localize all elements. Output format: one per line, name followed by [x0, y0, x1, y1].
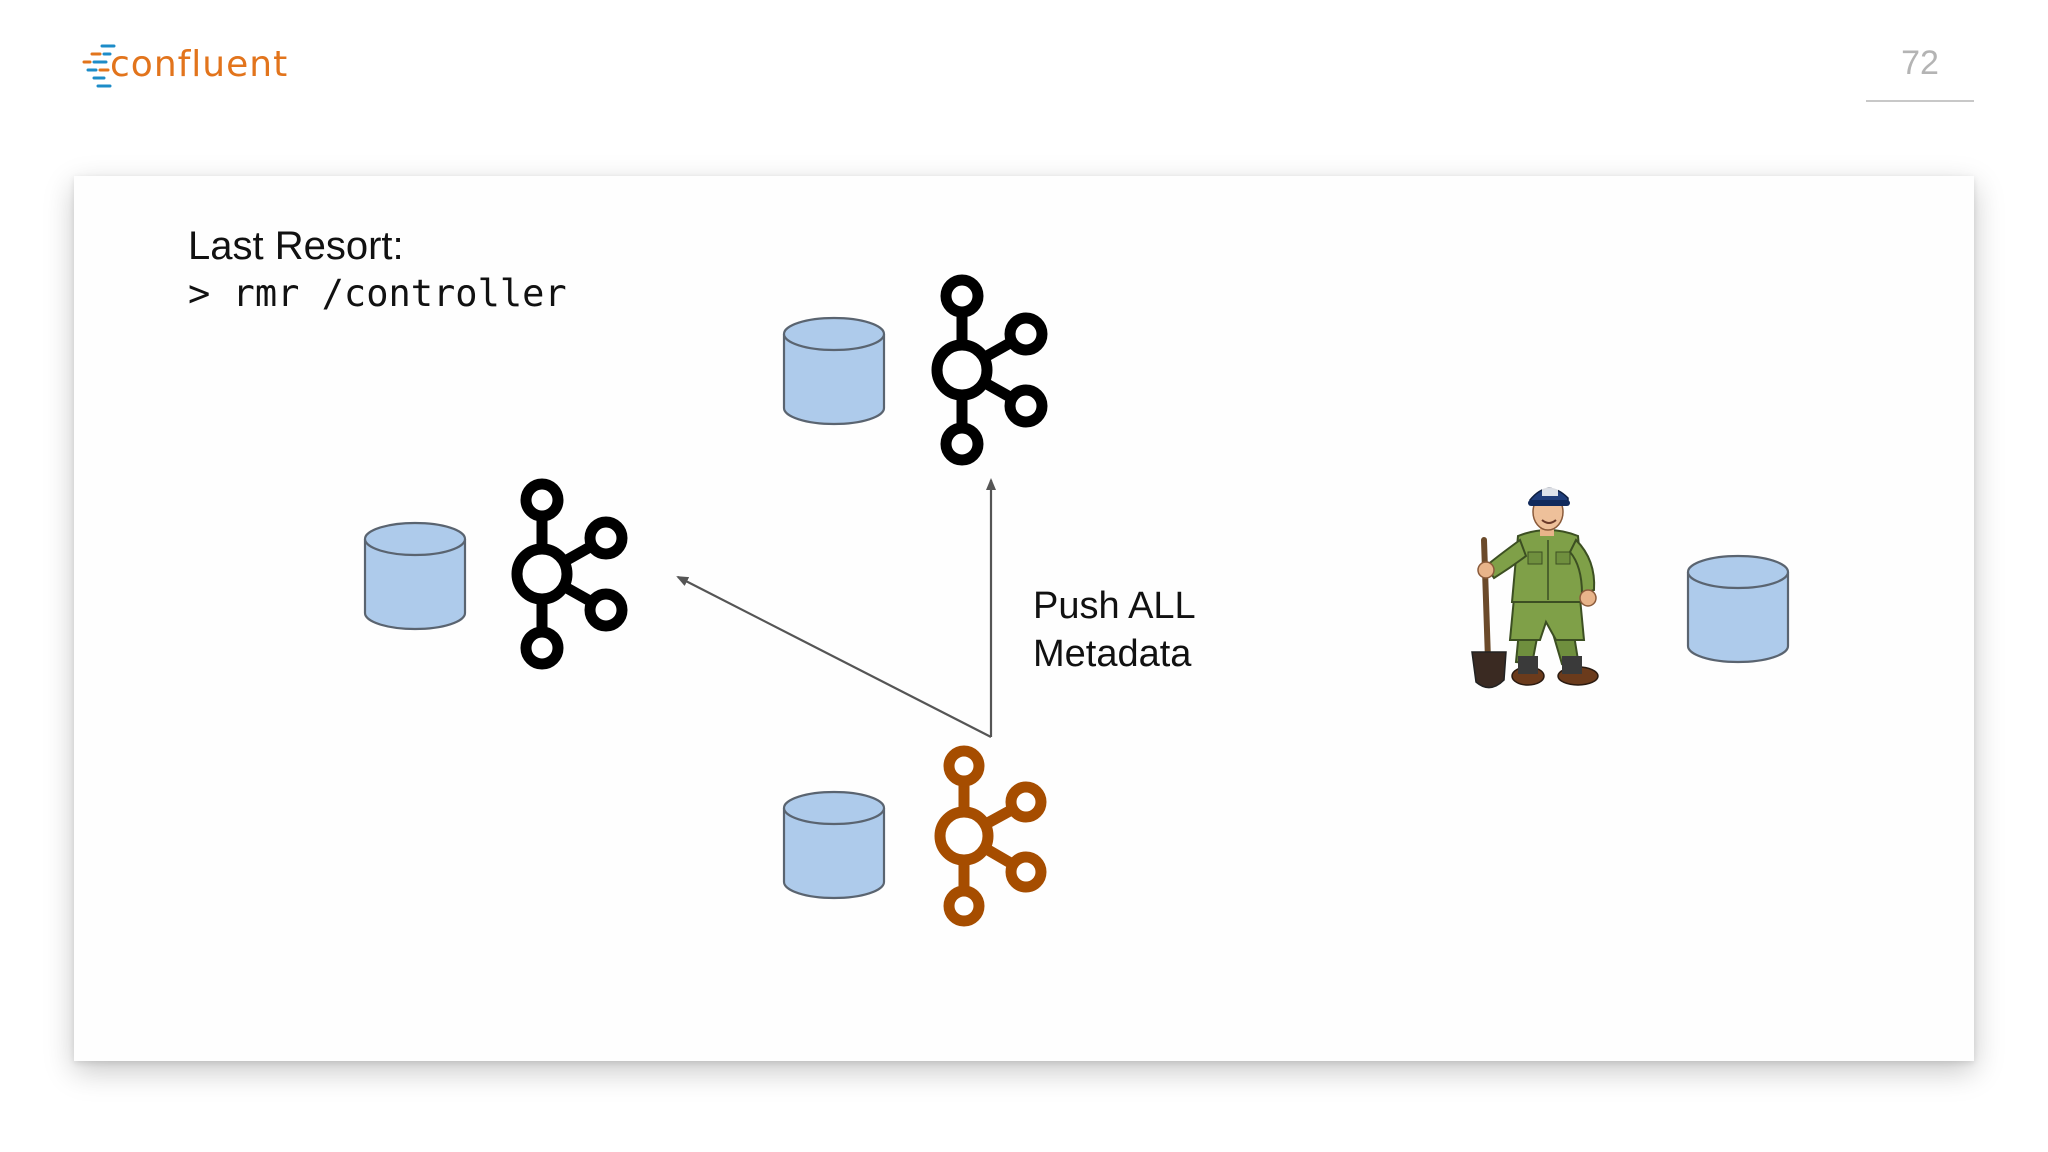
arrow-label-line2: Metadata [1033, 633, 1192, 675]
kafka-broker-icon [511, 478, 628, 670]
database-cylinder-icon [782, 790, 886, 900]
command-text: > rmr /controller [188, 272, 567, 315]
page-number: 72 [1901, 44, 1939, 82]
database-cylinder-icon [782, 316, 886, 426]
arrow-label-line1: Push ALL [1033, 585, 1196, 627]
kafka-broker-icon [931, 274, 1048, 466]
database-cylinder-icon [363, 521, 467, 631]
metadata-arrow-left [676, 576, 992, 738]
logo-text: confluent [110, 44, 289, 85]
zookeeper-keeper-icon [1471, 487, 1599, 689]
kafka-broker-icon [934, 745, 1047, 927]
slide-title: Last Resort: [188, 224, 404, 268]
database-cylinder-icon [1686, 554, 1790, 664]
confluent-logo-mark [82, 44, 116, 88]
arrow-label: Push ALL Metadata [1033, 582, 1196, 678]
page-number-underline [1866, 100, 1974, 102]
